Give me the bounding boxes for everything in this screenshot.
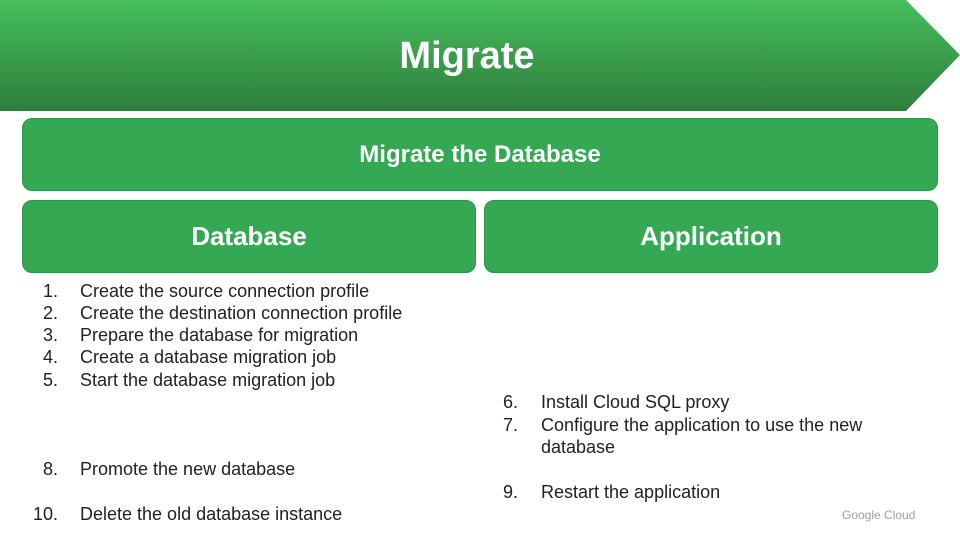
step-text: Prepare the database for migration [80,325,359,345]
arrow-banner-shape [0,0,960,111]
application-header-box: Application [484,200,938,273]
step-text: database [541,437,616,457]
step-text: Delete the old database instance [80,504,343,524]
step-text: Create the source connection profile [80,281,370,301]
migrate-database-box: Migrate the Database [22,118,938,191]
step-number: 7. [502,415,518,435]
step-text: Create the destination connection profil… [80,303,403,323]
step-text: Create a database migration job [80,347,337,367]
title-banner: Migrate [0,0,960,112]
step-text: Start the database migration job [80,370,336,390]
database-header-box: Database [22,200,476,273]
step-number: 3. [42,325,58,345]
step-text: Restart the application [541,482,721,502]
google-cloud-logo: Google Cloud [842,508,916,522]
step-number: 6. [502,392,518,412]
step-number: 4. [42,347,58,367]
step-number: 10. [32,504,58,524]
page-title: Migrate [399,34,535,77]
step-number: 8. [42,459,58,479]
step-text: Promote the new database [80,459,296,479]
step-number: 9. [502,482,518,502]
step-number: 1. [42,281,58,301]
step-number: 2. [42,303,58,323]
step-text: Install Cloud SQL proxy [541,392,730,412]
step-number: 5. [42,370,58,390]
step-text: Configure the application to use the new [541,415,863,435]
